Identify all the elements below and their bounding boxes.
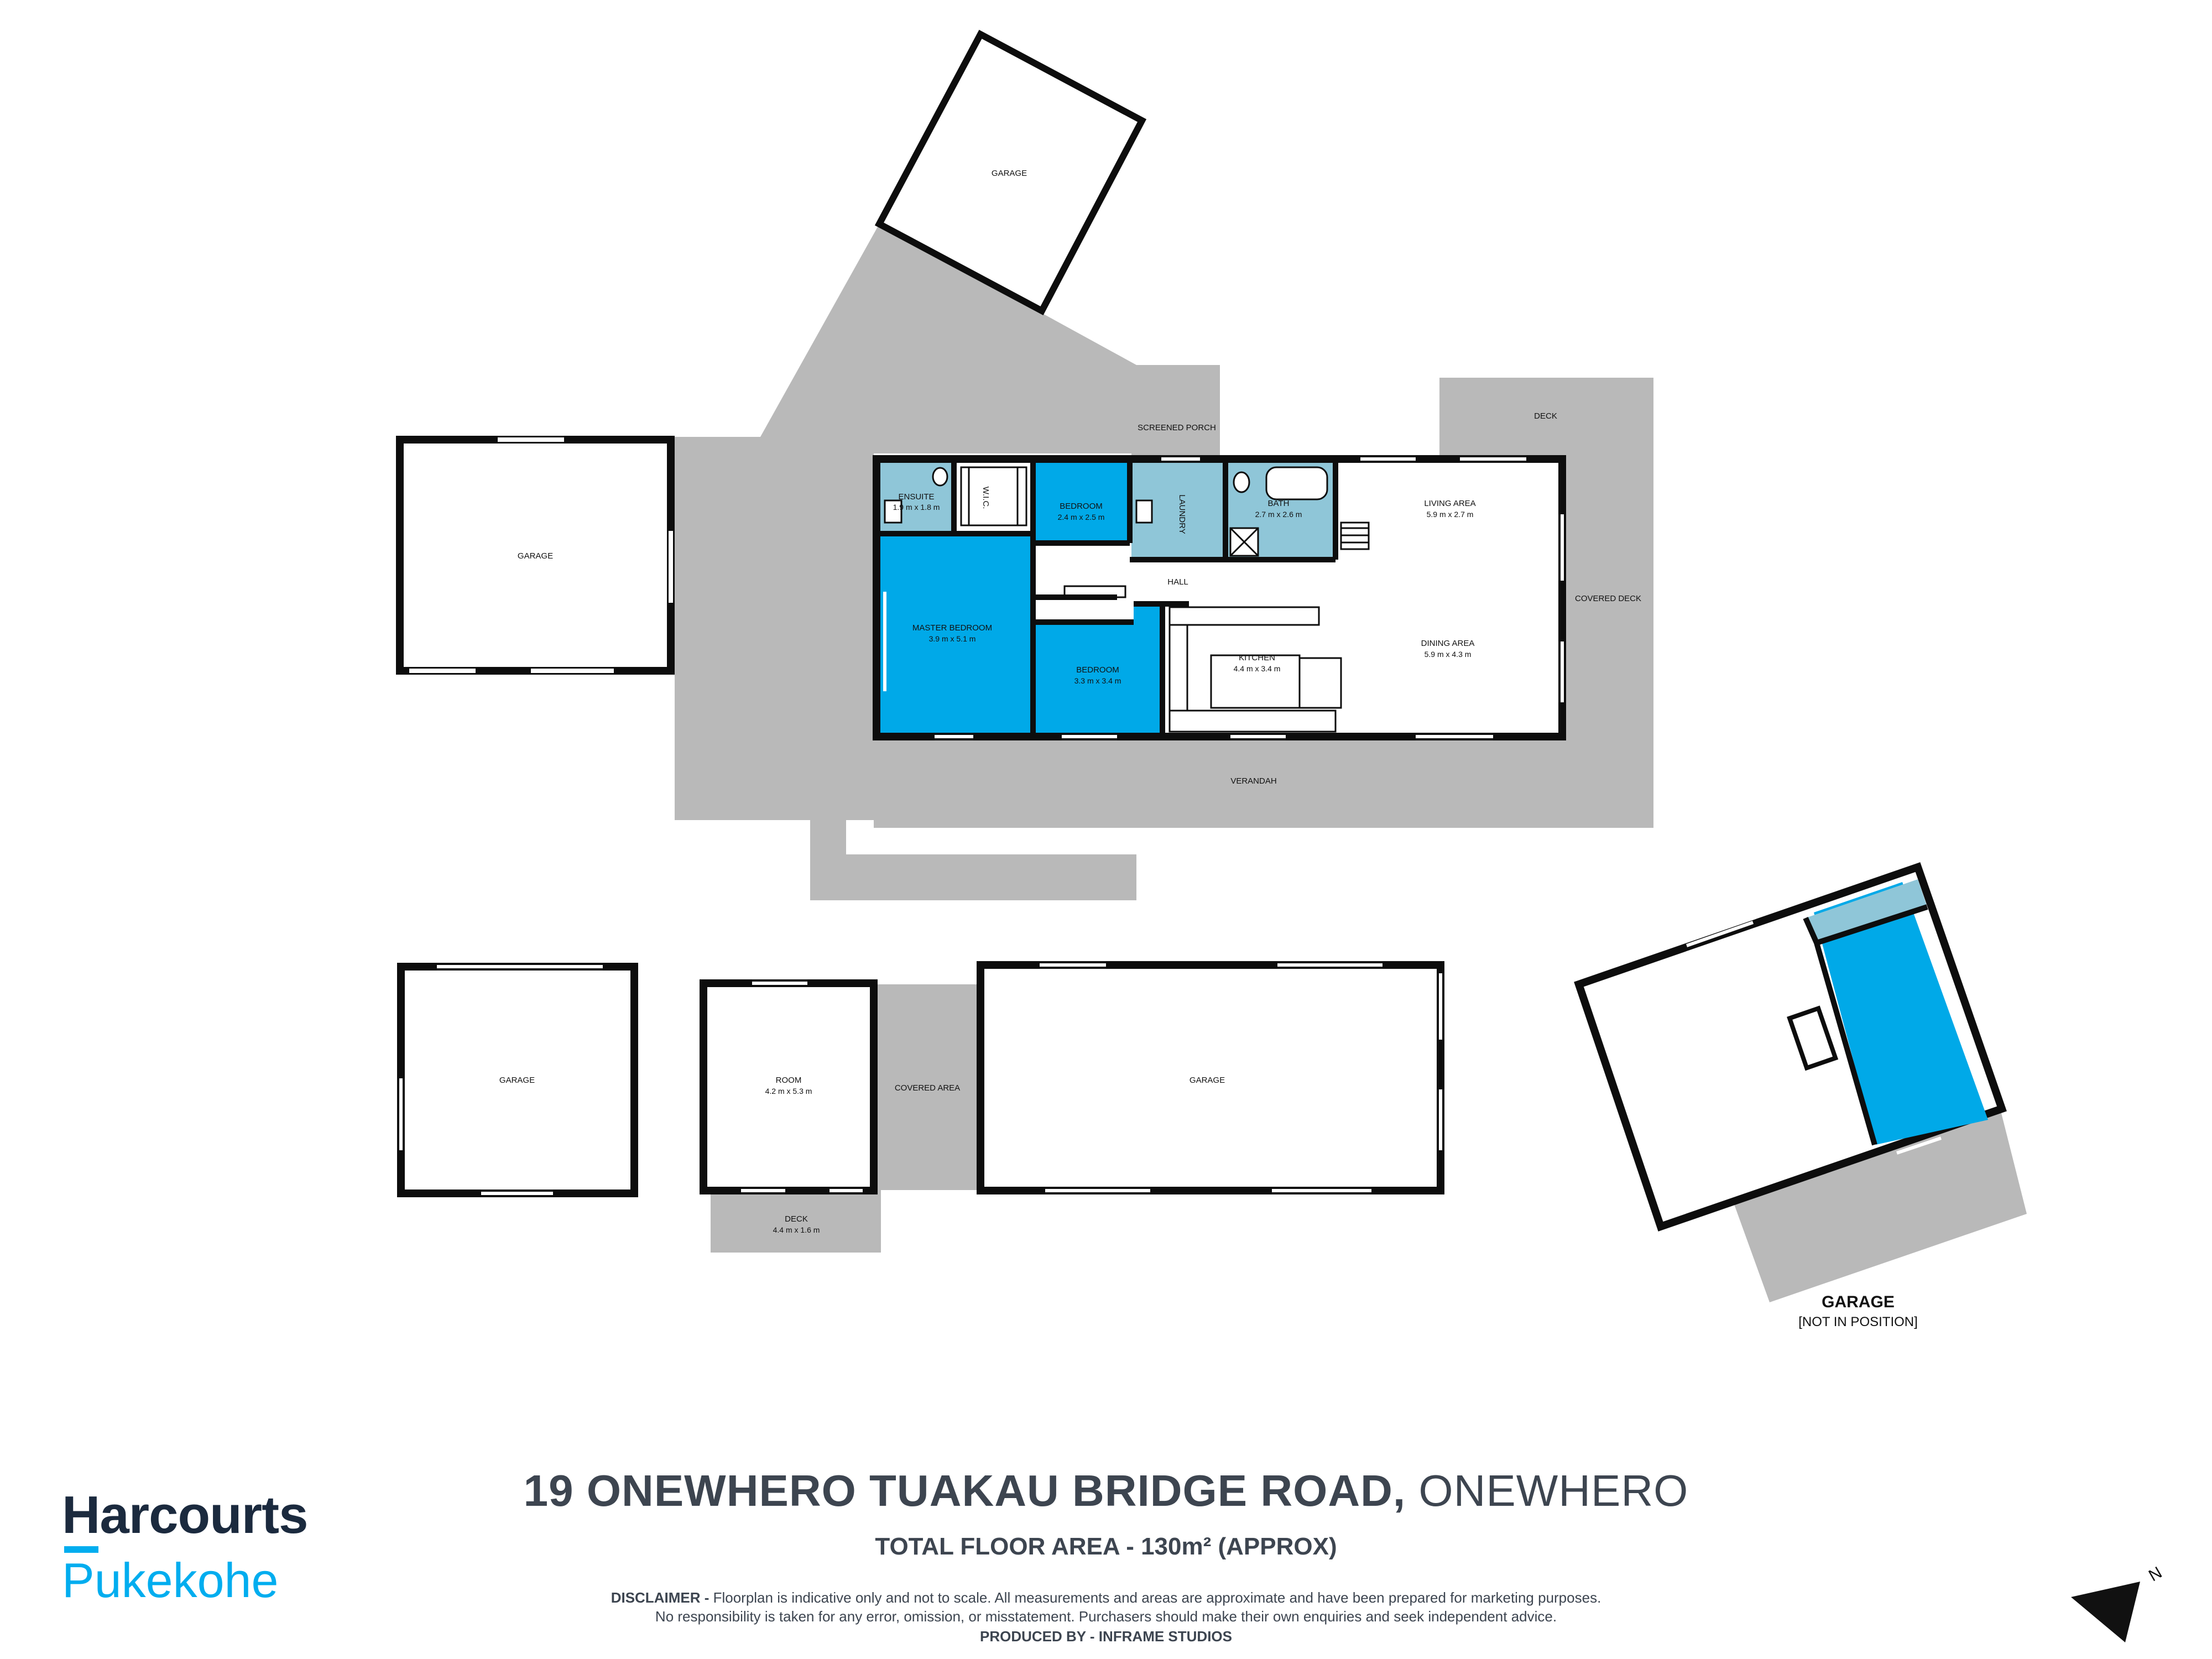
garage-rotated-label: GARAGE bbox=[1822, 1293, 1895, 1311]
screened-porch-area bbox=[1131, 365, 1220, 459]
covered-area bbox=[874, 984, 980, 1190]
bedroom-small-fill bbox=[1033, 462, 1130, 542]
hall-label: HALL bbox=[1167, 577, 1188, 587]
deck-small-label: DECK bbox=[785, 1214, 808, 1224]
bedroom-small-size: 2.4 m x 2.5 m bbox=[1058, 513, 1105, 521]
ensuite-label: ENSUITE bbox=[898, 492, 934, 502]
living-size: 5.9 m x 2.7 m bbox=[1427, 510, 1474, 519]
dining-size: 5.9 m x 4.3 m bbox=[1425, 650, 1472, 659]
north-arrow-icon: N bbox=[2071, 1565, 2165, 1642]
garage-left-label: GARAGE bbox=[518, 551, 553, 561]
deck-small-area bbox=[711, 1190, 881, 1253]
garage-top-label: GARAGE bbox=[992, 169, 1027, 178]
deck-small-size: 4.4 m x 1.6 m bbox=[773, 1225, 820, 1234]
produced-by: PRODUCED BY - INFRAME STUDIOS bbox=[980, 1628, 1232, 1645]
dining-label: DINING AREA bbox=[1421, 639, 1475, 648]
covered-area-label: COVERED AREA bbox=[895, 1083, 960, 1093]
verandah-area bbox=[874, 738, 1653, 828]
deck-area bbox=[1439, 378, 1653, 458]
bedroom-2-fill bbox=[1033, 606, 1160, 734]
bedroom-small-label: BEDROOM bbox=[1060, 502, 1103, 511]
garage-top: GARAGE bbox=[874, 29, 1147, 316]
room-size: 4.2 m x 5.3 m bbox=[765, 1087, 812, 1095]
screened-porch-label: SCREENED PORCH bbox=[1138, 423, 1216, 432]
ensuite-size: 1.9 m x 1.8 m bbox=[893, 503, 940, 512]
verandah-label: VERANDAH bbox=[1230, 776, 1276, 786]
garage-rotated: GARAGE [NOT IN POSITION] bbox=[1574, 862, 2007, 1329]
main-house: ENSUITE 1.9 m x 1.8 m W.I.C. BEDROOM 2.4… bbox=[873, 455, 1566, 740]
garage-bottom-big: GARAGE bbox=[977, 961, 1444, 1194]
master-bedroom-label: MASTER BEDROOM bbox=[912, 623, 992, 633]
address-suburb: ONEWHERO bbox=[1406, 1466, 1689, 1515]
covered-deck-area bbox=[1565, 458, 1653, 738]
driveway bbox=[675, 224, 1136, 820]
covered-deck-label: COVERED DECK bbox=[1575, 594, 1641, 603]
disclaimer: DISCLAIMER - Floorplan is indicative onl… bbox=[470, 1588, 1742, 1626]
garage-bottom-left: GARAGE bbox=[397, 963, 638, 1197]
living-label: LIVING AREA bbox=[1424, 499, 1475, 508]
master-bedroom-fill bbox=[879, 534, 1031, 734]
deck-label: DECK bbox=[1534, 411, 1557, 421]
outdoor-areas bbox=[675, 224, 2027, 1302]
master-bedroom-size: 3.9 m x 5.1 m bbox=[929, 634, 976, 643]
bedroom-2-label: BEDROOM bbox=[1076, 665, 1119, 675]
room-building: ROOM 4.2 m x 5.3 m bbox=[700, 979, 878, 1194]
garage-bottom-left-label: GARAGE bbox=[499, 1076, 535, 1085]
bath-size: 2.7 m x 2.6 m bbox=[1255, 510, 1302, 519]
disclaimer-line-2: No responsibility is taken for any error… bbox=[655, 1608, 1557, 1625]
kitchen-size: 4.4 m x 3.4 m bbox=[1234, 664, 1281, 673]
address-street: 19 ONEWHERO TUAKAU BRIDGE ROAD, bbox=[523, 1466, 1406, 1515]
path-south bbox=[810, 820, 1136, 900]
garage-rotated-note: [NOT IN POSITION] bbox=[1798, 1314, 1918, 1329]
brand-office: Pukekohe bbox=[62, 1553, 279, 1608]
wic-label: W.I.C. bbox=[981, 487, 990, 509]
steps-porch bbox=[1087, 365, 1132, 453]
kitchen-label: KITCHEN bbox=[1239, 653, 1275, 662]
disclaimer-label: DISCLAIMER - bbox=[611, 1589, 709, 1606]
brand-accent-bar bbox=[64, 1546, 98, 1553]
rotated-garage-deck bbox=[1732, 1102, 2027, 1302]
brand-name: Harcourts bbox=[62, 1485, 308, 1545]
garage-bottom-big-label: GARAGE bbox=[1190, 1076, 1225, 1085]
bedroom-2-size: 3.3 m x 3.4 m bbox=[1074, 676, 1121, 685]
garage-left: GARAGE bbox=[396, 436, 675, 675]
laundry-label: LAUNDRY bbox=[1177, 494, 1187, 534]
bath-label: BATH bbox=[1268, 499, 1290, 508]
room-label: ROOM bbox=[776, 1076, 802, 1085]
disclaimer-line-1: Floorplan is indicative only and not to … bbox=[709, 1589, 1601, 1606]
brand-logo: Harcourts Pukekohe bbox=[62, 1485, 308, 1608]
total-floor-area: TOTAL FLOOR AREA - 130m² (APPROX) bbox=[875, 1533, 1337, 1560]
property-address: 19 ONEWHERO TUAKAU BRIDGE ROAD, ONEWHERO bbox=[498, 1465, 1714, 1516]
north-label: N bbox=[2146, 1565, 2165, 1585]
